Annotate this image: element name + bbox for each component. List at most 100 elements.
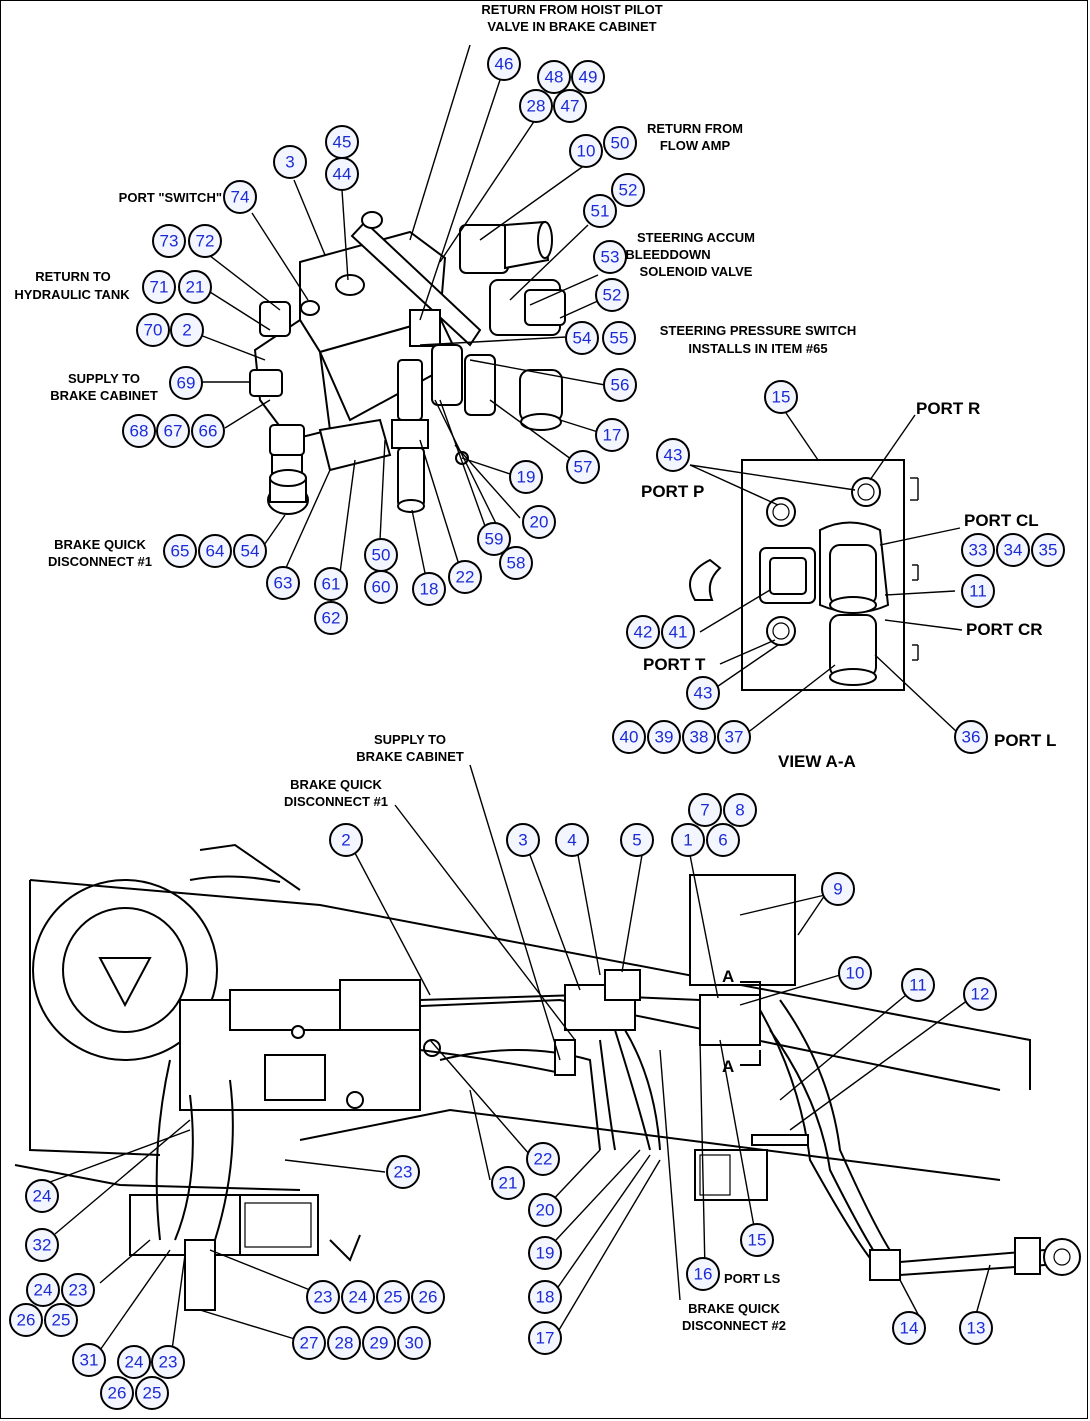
- svg-text:21: 21: [499, 1174, 518, 1193]
- callout-bubble: 3: [506, 823, 540, 857]
- svg-text:11: 11: [909, 976, 927, 995]
- svg-text:58: 58: [507, 554, 526, 573]
- callout-bubble: 5: [620, 823, 654, 857]
- svg-text:33: 33: [969, 541, 988, 560]
- svg-text:55: 55: [610, 329, 629, 348]
- svg-text:67: 67: [164, 422, 183, 441]
- callout-bubble: 45: [325, 125, 359, 159]
- svg-text:48: 48: [545, 68, 564, 87]
- callout-bubble: 25: [135, 1376, 169, 1410]
- callout-bubble: 31: [72, 1343, 106, 1377]
- callout-bubble: 9: [821, 872, 855, 906]
- callout-bubble: 21: [178, 270, 212, 304]
- callout-bubble: 28: [519, 89, 553, 123]
- svg-text:6: 6: [718, 831, 727, 850]
- svg-text:46: 46: [495, 55, 514, 74]
- svg-text:52: 52: [619, 181, 638, 200]
- callout-bubble: 26: [100, 1376, 134, 1410]
- label-steering-accum: STEERING ACCUM: [637, 230, 755, 245]
- label-return-flow: RETURN FROM: [647, 121, 743, 136]
- svg-text:27: 27: [300, 1334, 319, 1353]
- svg-text:3: 3: [285, 153, 294, 172]
- label-return-hoist: RETURN FROM HOIST PILOT: [481, 2, 662, 17]
- svg-text:12: 12: [971, 985, 990, 1004]
- svg-text:71: 71: [150, 278, 169, 297]
- callout-bubble: 52: [611, 173, 645, 207]
- svg-text:45: 45: [333, 133, 352, 152]
- svg-text:22: 22: [534, 1150, 553, 1169]
- callout-bubble: 29: [362, 1326, 396, 1360]
- callout-bubble: 23: [386, 1155, 420, 1189]
- svg-text:40: 40: [620, 728, 639, 747]
- label-port-cr: PORT CR: [966, 620, 1043, 639]
- svg-text:3: 3: [518, 831, 527, 850]
- svg-text:24: 24: [34, 1281, 53, 1300]
- svg-text:9: 9: [833, 880, 842, 899]
- svg-text:73: 73: [160, 232, 179, 251]
- label-steering-accum-2: BLEEDDOWN: [625, 247, 710, 262]
- svg-text:54: 54: [241, 542, 260, 561]
- svg-text:74: 74: [231, 188, 250, 207]
- callout-bubble: 19: [509, 460, 543, 494]
- svg-text:28: 28: [335, 1334, 354, 1353]
- callout-bubble: 40: [612, 720, 646, 754]
- svg-text:49: 49: [579, 68, 598, 87]
- callout-bubble: 43: [656, 438, 690, 472]
- callout-bubble: 8: [723, 793, 757, 827]
- callout-bubble: 51: [583, 194, 617, 228]
- label-port-ls: PORT LS: [724, 1271, 781, 1286]
- callout-bubble: 67: [156, 414, 190, 448]
- svg-text:38: 38: [690, 728, 709, 747]
- svg-text:15: 15: [772, 388, 791, 407]
- svg-text:5: 5: [632, 831, 641, 850]
- svg-text:23: 23: [69, 1281, 88, 1300]
- svg-text:24: 24: [33, 1187, 52, 1206]
- callout-bubble: 72: [188, 224, 222, 258]
- callout-bubble: 22: [526, 1142, 560, 1176]
- label-brake-qd1-b: BRAKE QUICK: [290, 777, 382, 792]
- callout-bubble: 33: [961, 533, 995, 567]
- svg-text:15: 15: [748, 1231, 767, 1250]
- svg-text:28: 28: [527, 97, 546, 116]
- svg-text:47: 47: [561, 97, 580, 116]
- svg-text:22: 22: [456, 568, 475, 587]
- callout-bubble: 35: [1031, 533, 1065, 567]
- callout-bubble: 56: [603, 368, 637, 402]
- svg-text:53: 53: [601, 248, 620, 267]
- callout-bubble: 19: [528, 1236, 562, 1270]
- label-port-t: PORT T: [643, 655, 706, 674]
- callout-bubble: 24: [341, 1280, 375, 1314]
- callout-bubble: 43: [686, 676, 720, 710]
- callout-bubble: 17: [528, 1321, 562, 1355]
- callout-bubble: 6: [706, 823, 740, 857]
- callout-bubble: 66: [191, 414, 225, 448]
- svg-text:52: 52: [603, 286, 622, 305]
- svg-text:26: 26: [17, 1311, 36, 1330]
- svg-text:35: 35: [1039, 541, 1058, 560]
- svg-text:17: 17: [536, 1329, 555, 1348]
- callout-bubble: 48: [537, 60, 571, 94]
- callout-bubble: 49: [571, 60, 605, 94]
- svg-text:50: 50: [611, 134, 630, 153]
- callout-bubble: 41: [661, 615, 695, 649]
- callout-bubble: 22: [448, 560, 482, 594]
- callout-bubble: 50: [603, 126, 637, 160]
- label-brake-qd1: BRAKE QUICK: [54, 537, 146, 552]
- svg-text:24: 24: [125, 1353, 144, 1372]
- svg-text:32: 32: [33, 1236, 52, 1255]
- svg-text:26: 26: [419, 1288, 438, 1307]
- svg-text:25: 25: [384, 1288, 403, 1307]
- callout-bubble: 18: [528, 1280, 562, 1314]
- svg-text:64: 64: [206, 542, 225, 561]
- callout-bubble: 36: [954, 720, 988, 754]
- label-view-aa: VIEW A-A: [778, 752, 856, 771]
- svg-text:42: 42: [634, 623, 653, 642]
- callout-bubble: 3: [273, 145, 307, 179]
- callout-bubble: 73: [152, 224, 186, 258]
- callout-bubble: 11: [961, 574, 995, 608]
- label-steering-accum-3: SOLENOID VALVE: [640, 264, 753, 279]
- svg-text:11: 11: [969, 582, 987, 601]
- label-port-l: PORT L: [994, 731, 1056, 750]
- svg-text:62: 62: [322, 609, 341, 628]
- callout-bubble: 26: [9, 1303, 43, 1337]
